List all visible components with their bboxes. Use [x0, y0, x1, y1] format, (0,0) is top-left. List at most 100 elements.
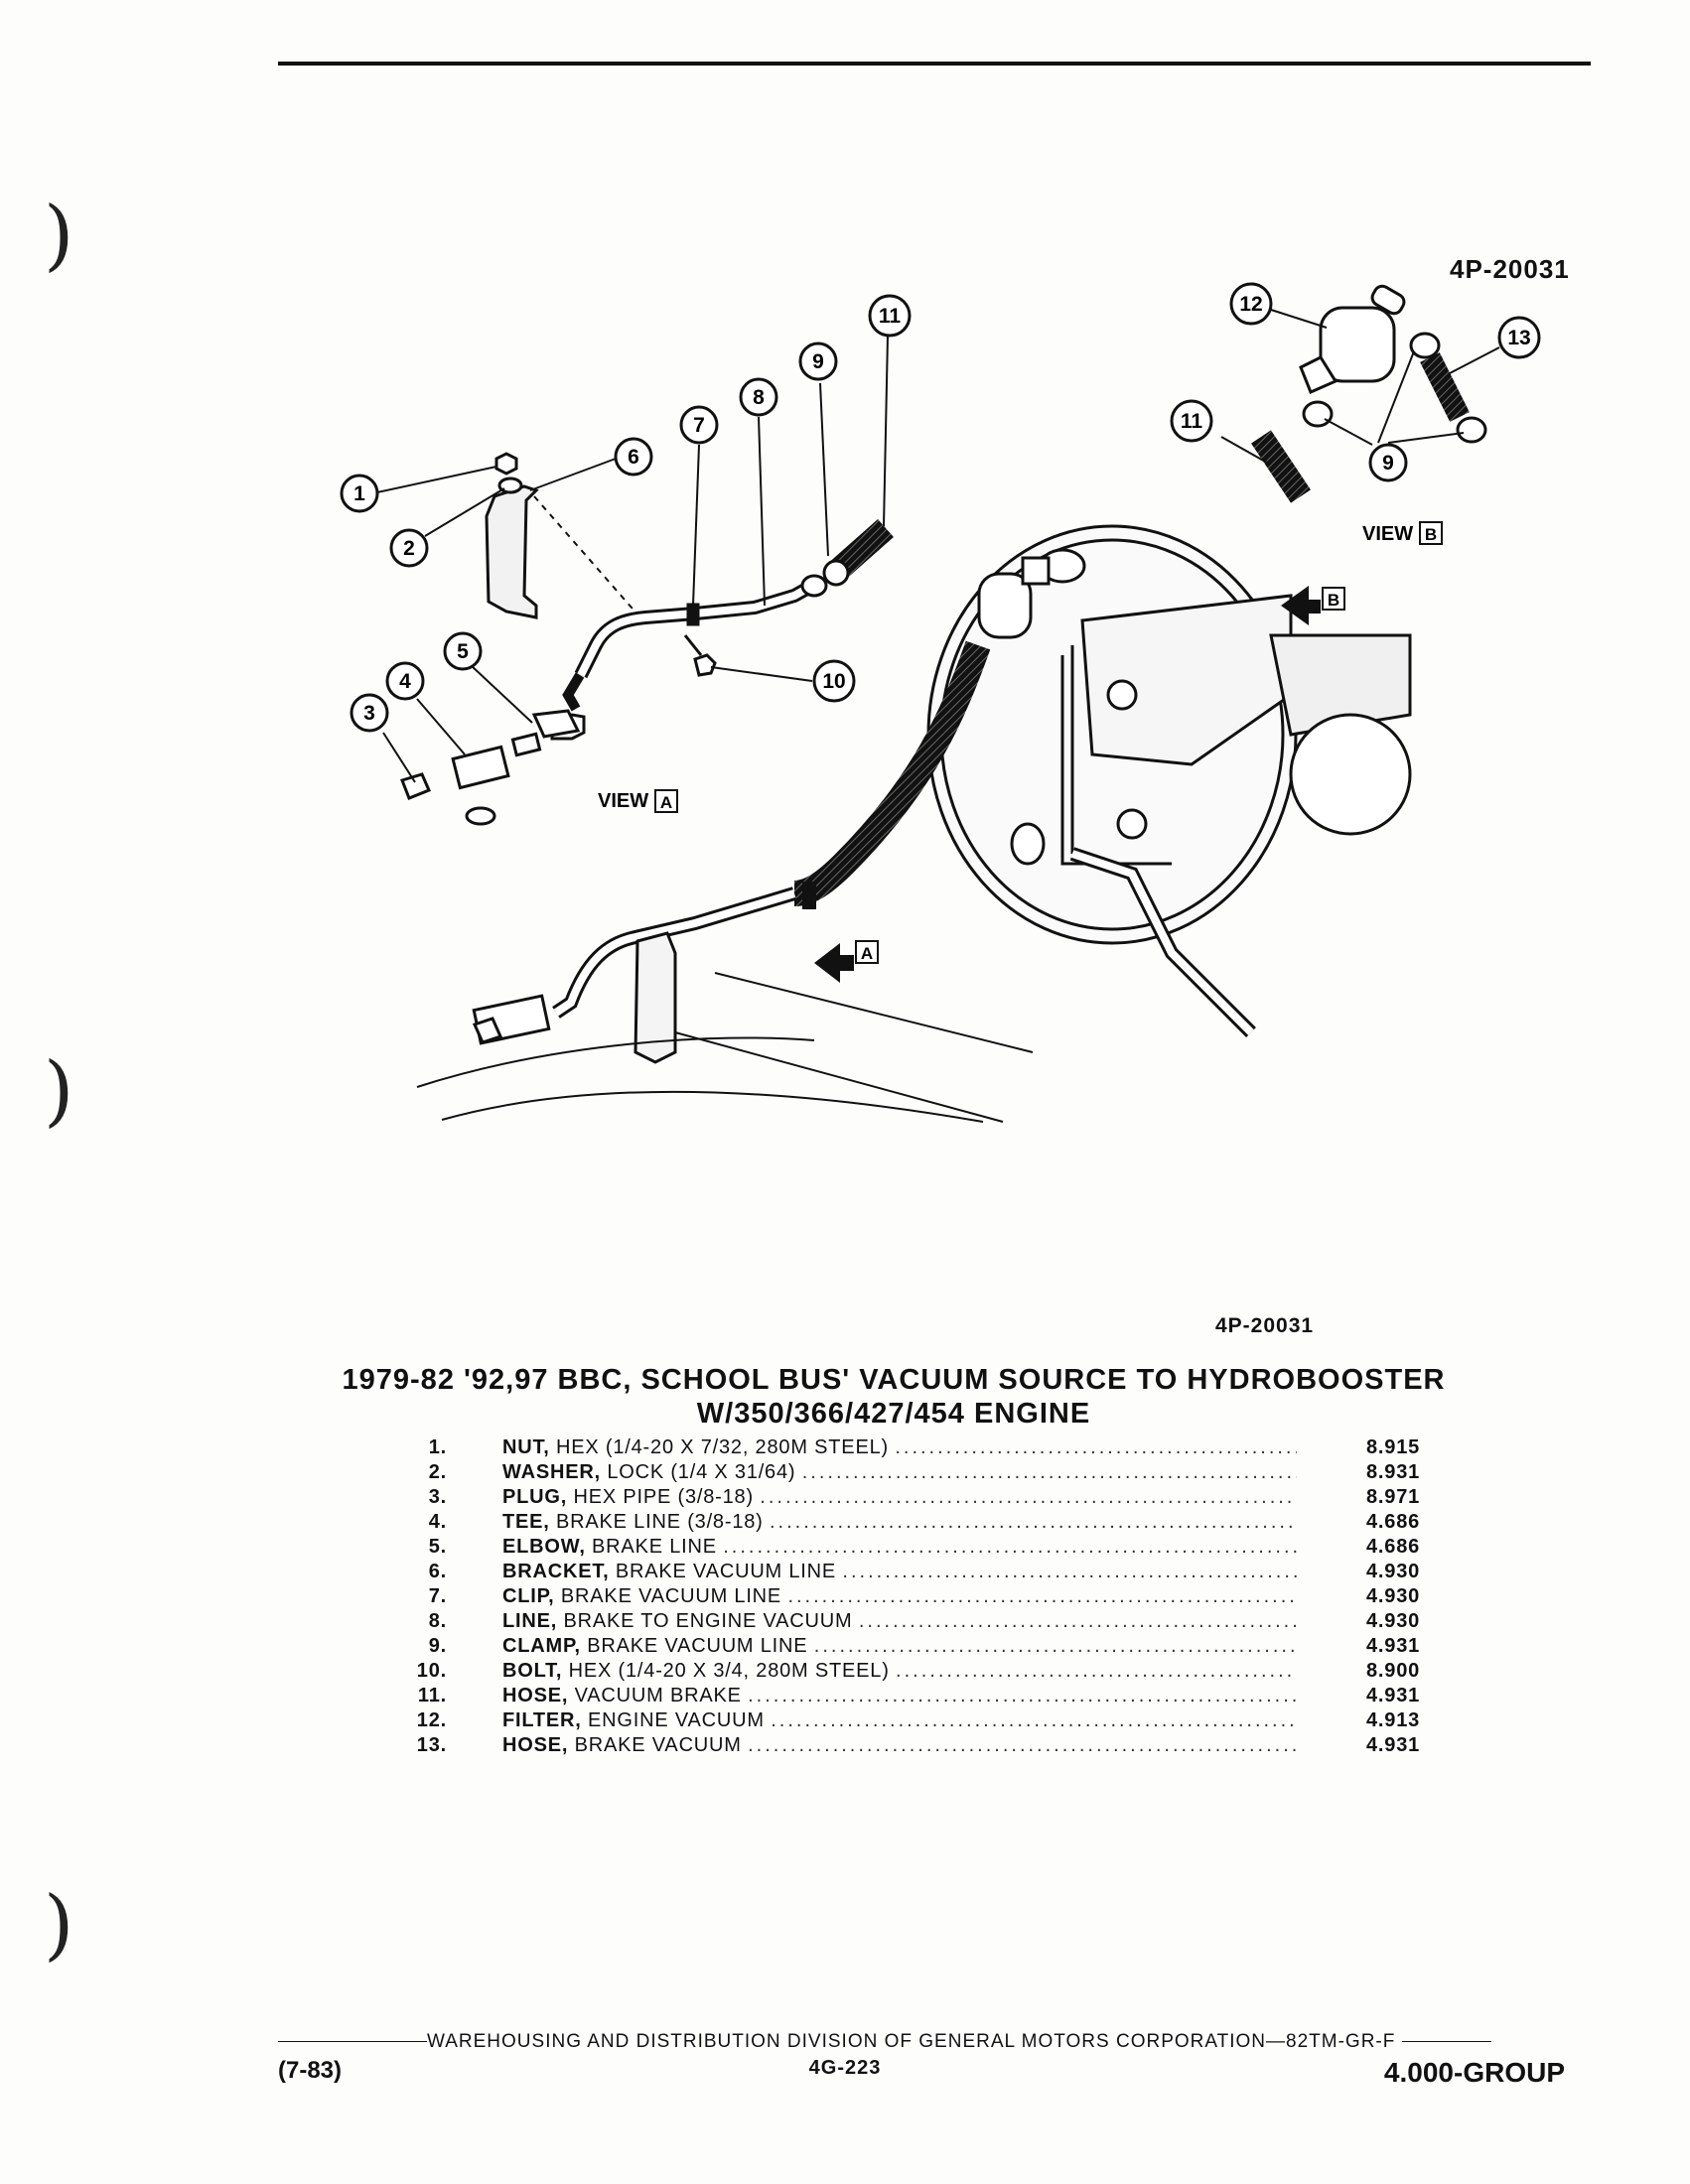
parts-row: 7. CLIP, BRAKE VACUUM LINE .............…: [377, 1584, 1450, 1609]
callout-4: 4: [385, 661, 425, 701]
callout-13: 13: [1497, 316, 1541, 359]
callout-9: 9: [798, 341, 838, 381]
part-detail: HEX (1/4-20 X 3/4, 280M STEEL): [568, 1660, 890, 1682]
svg-text:12: 12: [1239, 293, 1262, 316]
part-description: CLAMP, BRAKE VACUUM LINE ...............…: [502, 1635, 1297, 1657]
svg-text:VIEW: VIEW: [1362, 523, 1413, 545]
nut-and-washer: [494, 452, 523, 494]
bracket: [485, 484, 646, 624]
part-detail: BRAKE VACUUM LINE: [587, 1635, 808, 1657]
parts-row: 1. NUT, HEX (1/4-20 X 7/32, 280M STEEL) …: [377, 1435, 1450, 1460]
part-group-code: 8.971: [1366, 1486, 1421, 1508]
part-group-code: 4.930: [1366, 1610, 1421, 1632]
part-detail: LOCK (1/4 X 31/64): [607, 1461, 796, 1483]
part-description: TEE, BRAKE LINE (3/8-18) ...............…: [502, 1511, 1297, 1533]
part-description: HOSE, VACUUM BRAKE .....................…: [502, 1685, 1297, 1706]
part-description: PLUG, HEX PIPE (3/8-18) ................…: [502, 1486, 1297, 1508]
svg-text:VIEW: VIEW: [598, 790, 648, 812]
callout-8: 8: [739, 377, 778, 417]
callout-leaders: [376, 309, 1500, 783]
part-group-code: 8.915: [1366, 1436, 1421, 1458]
footer-division-line: WAREHOUSING AND DISTRIBUTION DIVISION OF…: [278, 2031, 1591, 2053]
part-name: PLUG,: [502, 1486, 568, 1508]
part-group-code: 4.931: [1366, 1734, 1421, 1756]
parts-row: 13. HOSE, BRAKE VACUUM .................…: [377, 1733, 1450, 1758]
callout-6: 6: [614, 437, 653, 477]
part-description: ELBOW, BRAKE LINE ......................…: [502, 1536, 1297, 1558]
part-number: 3.: [428, 1486, 447, 1508]
svg-text:A: A: [861, 944, 873, 963]
part-number: 7.: [428, 1585, 447, 1607]
part-description: HOSE, BRAKE VACUUM .....................…: [502, 1734, 1297, 1756]
part-group-code: 4.931: [1366, 1685, 1421, 1706]
part-description: BOLT, HEX (1/4-20 X 3/4, 280M STEEL) ...…: [502, 1660, 1297, 1682]
footer-page-number: 4G-223: [808, 2057, 882, 2079]
svg-text:10: 10: [822, 670, 845, 693]
part-name: CLAMP,: [502, 1635, 581, 1657]
parts-row: 2. WASHER, LOCK (1/4 X 31/64) ..........…: [377, 1460, 1450, 1485]
svg-text:B: B: [1425, 525, 1437, 544]
svg-text:6: 6: [628, 446, 639, 469]
parts-row: 5. ELBOW, BRAKE LINE ...................…: [377, 1535, 1450, 1560]
top-rule: [278, 62, 1591, 66]
callout-12: 12: [1229, 282, 1273, 326]
part-description: BRACKET, BRAKE VACUUM LINE .............…: [502, 1561, 1297, 1582]
part-number: 9.: [428, 1635, 447, 1657]
svg-text:A: A: [660, 793, 672, 812]
part-detail: BRAKE VACUUM: [574, 1734, 742, 1756]
callout-5: 5: [443, 631, 483, 671]
vacuum-line-view-a: [574, 574, 828, 679]
part-number: 6.: [428, 1561, 447, 1582]
parts-row: 4. TEE, BRAKE LINE (3/8-18) ............…: [377, 1510, 1450, 1535]
part-number: 13.: [416, 1734, 447, 1756]
binder-hole-mark-middle: ): [44, 1046, 74, 1136]
part-group-code: 8.931: [1366, 1461, 1421, 1483]
svg-text:9: 9: [1382, 452, 1394, 475]
tee-elbow-plug: [400, 672, 586, 826]
arrow-a: A: [814, 940, 879, 983]
parts-row: 6. BRACKET, BRAKE VACUUM LINE ..........…: [377, 1560, 1450, 1584]
part-detail: HEX (1/4-20 X 7/32, 280M STEEL): [556, 1436, 889, 1458]
vacuum-hose-long: [792, 640, 991, 909]
callout-3: 3: [350, 693, 389, 733]
callout-9-view-b: 9: [1368, 443, 1408, 482]
svg-text:2: 2: [403, 537, 415, 560]
filter-on-booster: [977, 556, 1051, 639]
figure-code-top: 4P-20031: [1450, 254, 1570, 284]
parts-list: 1. NUT, HEX (1/4-20 X 7/32, 280M STEEL) …: [377, 1435, 1450, 1758]
part-detail: BRAKE VACUUM LINE: [560, 1585, 782, 1607]
callout-2: 2: [389, 528, 429, 568]
part-name: TEE,: [502, 1511, 550, 1533]
part-name: ELBOW,: [502, 1536, 586, 1558]
callout-7: 7: [679, 405, 719, 445]
parts-row: 11. HOSE, VACUUM BRAKE .................…: [377, 1684, 1450, 1708]
part-group-code: 8.900: [1366, 1660, 1421, 1682]
part-name: NUT,: [502, 1436, 550, 1458]
part-name: BRACKET,: [502, 1561, 610, 1582]
footer-division: WAREHOUSING AND DISTRIBUTION DIVISION OF…: [427, 2031, 1396, 2052]
part-group-code: 4.930: [1366, 1585, 1421, 1607]
svg-text:9: 9: [812, 350, 824, 373]
parts-row: 8. LINE, BRAKE TO ENGINE VACUUM ........…: [377, 1609, 1450, 1634]
vacuum-line-main: [472, 887, 797, 1064]
part-number: 8.: [428, 1610, 447, 1632]
part-number: 10.: [416, 1660, 447, 1682]
svg-text:5: 5: [457, 640, 469, 663]
callout-11: 11: [868, 294, 912, 338]
callout-11-view-b: 11: [1170, 399, 1213, 443]
footer-group: 4.000-GROUP: [1383, 2057, 1565, 2088]
arrow-b: B: [1281, 586, 1345, 625]
page-title-line-2: W/350/366/427/454 ENGINE: [696, 1398, 1091, 1430]
footer-date: (7-83): [278, 2057, 343, 2084]
part-detail: BRAKE LINE: [592, 1536, 717, 1558]
view-b-label: VIEW B: [1362, 521, 1443, 545]
part-detail: ENGINE VACUUM: [588, 1709, 765, 1731]
callout-1: 1: [340, 474, 379, 513]
part-detail: VACUUM BRAKE: [574, 1685, 742, 1706]
svg-text:B: B: [1328, 591, 1339, 610]
svg-text:11: 11: [1181, 410, 1203, 433]
part-number: 11.: [417, 1685, 447, 1706]
part-name: WASHER,: [502, 1461, 601, 1483]
part-group-code: 4.913: [1366, 1709, 1421, 1731]
svg-text:1: 1: [353, 482, 365, 505]
